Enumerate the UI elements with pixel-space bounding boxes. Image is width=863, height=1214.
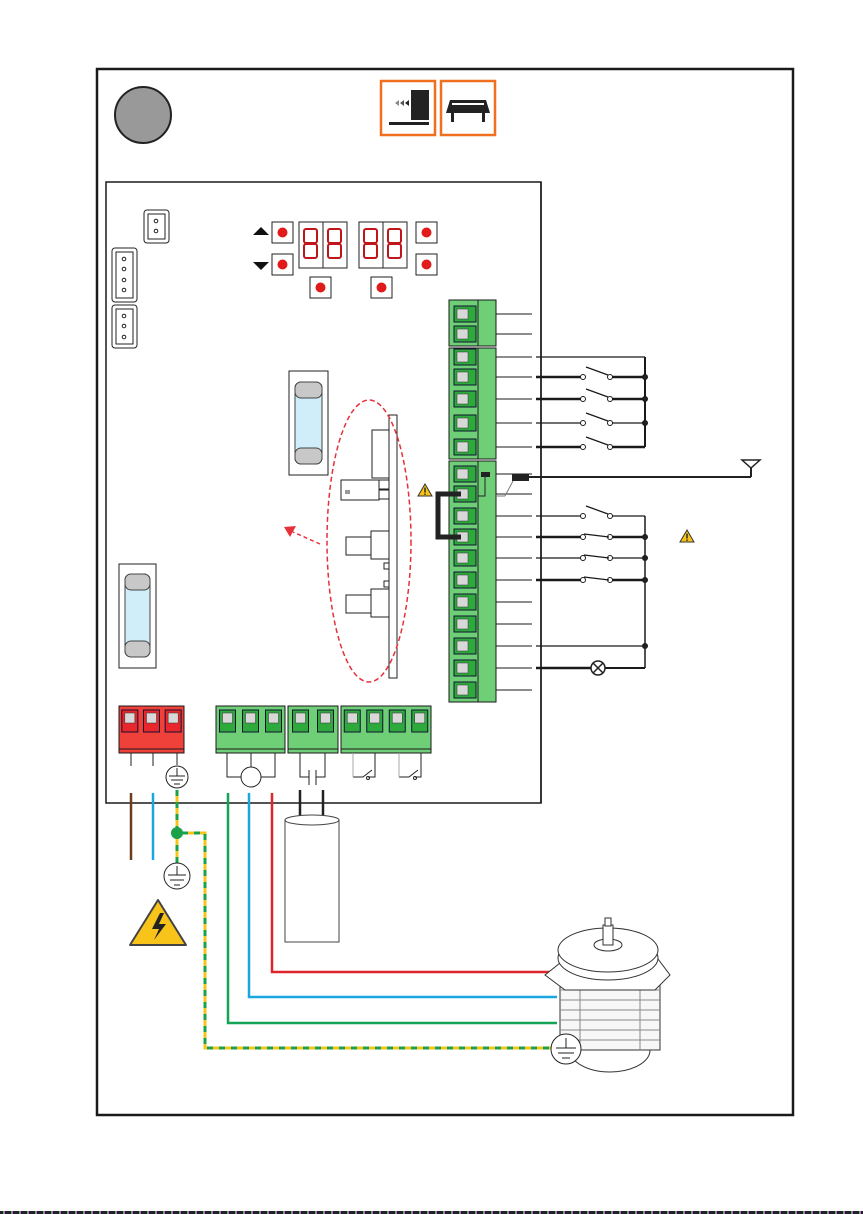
terminal-screw[interactable] bbox=[454, 306, 476, 322]
terminal-screw[interactable] bbox=[454, 594, 476, 610]
terminal-screw[interactable] bbox=[243, 710, 259, 732]
terminal-screw[interactable] bbox=[367, 710, 383, 732]
terminal-block-power bbox=[119, 706, 184, 753]
sliding-gate-icon bbox=[381, 81, 435, 135]
terminal-screw[interactable] bbox=[122, 710, 138, 732]
earth-symbol-icon bbox=[164, 863, 190, 889]
fuse-top bbox=[289, 371, 328, 475]
terminal-block-limit bbox=[341, 706, 431, 753]
terminal-screw[interactable] bbox=[266, 710, 282, 732]
motor-earth-icon bbox=[551, 1034, 581, 1064]
terminal-screw[interactable] bbox=[454, 369, 476, 385]
terminal-block-capacitor bbox=[288, 706, 338, 753]
terminal-screw[interactable] bbox=[454, 391, 476, 407]
terminal-screw[interactable] bbox=[165, 710, 181, 732]
step-badge bbox=[115, 87, 171, 143]
warning-icon bbox=[680, 530, 694, 542]
wire-green bbox=[228, 793, 557, 1023]
board-button-b3[interactable] bbox=[416, 222, 437, 243]
terminal-screw[interactable] bbox=[220, 710, 236, 732]
terminal-screw[interactable] bbox=[318, 710, 334, 732]
terminal-screw[interactable] bbox=[412, 710, 428, 732]
fuse-bottom bbox=[119, 564, 156, 668]
terminal-screw[interactable] bbox=[454, 466, 476, 482]
terminal-link bbox=[481, 472, 490, 477]
terminal-screw[interactable] bbox=[454, 660, 476, 676]
terminal-screw[interactable] bbox=[454, 638, 476, 654]
capacitor bbox=[285, 790, 339, 942]
terminal-screw[interactable] bbox=[454, 508, 476, 524]
barrier-bed-icon bbox=[441, 81, 495, 135]
terminal-screw[interactable] bbox=[454, 682, 476, 698]
terminal-screw[interactable] bbox=[293, 710, 309, 732]
terminal-screw[interactable] bbox=[144, 710, 160, 732]
board-button-up[interactable] bbox=[272, 222, 293, 243]
board-button-b1[interactable] bbox=[310, 277, 331, 298]
terminal-block-motor bbox=[216, 706, 285, 753]
terminal-screw[interactable] bbox=[454, 349, 476, 365]
terminal-screw[interactable] bbox=[454, 550, 476, 566]
external-wiring bbox=[536, 357, 648, 668]
connector-2pin bbox=[144, 210, 169, 243]
high-voltage-warning-icon bbox=[130, 900, 186, 945]
terminal-screw[interactable] bbox=[344, 710, 360, 732]
connector-3pin bbox=[112, 305, 137, 348]
terminal-screw[interactable] bbox=[454, 439, 476, 455]
terminal-screw[interactable] bbox=[454, 616, 476, 632]
terminal-screw[interactable] bbox=[454, 415, 476, 431]
seven-segment-display bbox=[299, 222, 347, 268]
board-button-b4[interactable] bbox=[416, 254, 437, 275]
board-button-b2[interactable] bbox=[371, 277, 392, 298]
seven-segment-display bbox=[359, 222, 407, 268]
lamp-icon bbox=[591, 661, 605, 675]
terminal-screw[interactable] bbox=[454, 572, 476, 588]
board-button-down[interactable] bbox=[272, 254, 293, 275]
terminal-screw[interactable] bbox=[454, 326, 476, 342]
terminal-screw[interactable] bbox=[389, 710, 405, 732]
connector-4pin bbox=[112, 248, 137, 302]
